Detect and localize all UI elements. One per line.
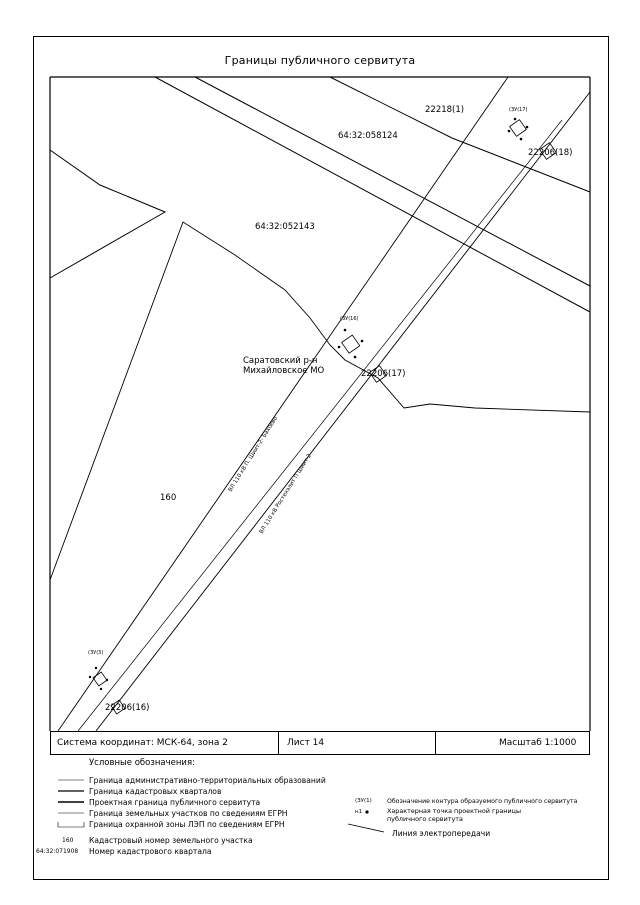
contour-label-1: (ЗУ(17) [509, 107, 528, 113]
servitude-contour-1 [509, 119, 527, 137]
legend-sample-contour: (ЗУ(1) [355, 798, 372, 804]
parcel-label-22206-16: 22206(16) [105, 703, 150, 713]
characteristic-point [360, 339, 364, 343]
sheet-number: Лист 14 [287, 738, 325, 748]
servitude-contour-6 [110, 699, 126, 715]
legend-item-power-line: Линия электропередачи [392, 829, 491, 838]
info-bar: Система координат: МСК-64, зона 2 Лист 1… [50, 731, 590, 755]
quarter-label-058124: 64:32:058124 [338, 131, 398, 141]
characteristic-point [507, 129, 511, 133]
characteristic-point [99, 687, 103, 691]
quarter-boundary-2 [194, 76, 591, 287]
parcel-label-22206-17: 22206(17) [361, 369, 406, 379]
characteristic-point [337, 345, 341, 349]
characteristic-point [353, 355, 357, 359]
legend-point-icon [365, 810, 369, 814]
characteristic-point [519, 137, 523, 141]
coordinate-system: Система координат: МСК-64, зона 2 [57, 738, 228, 748]
quarter-boundary-4 [49, 149, 167, 279]
characteristic-point [105, 678, 109, 682]
servitude-contour-3 [341, 334, 361, 354]
legend-item-servitude: Проектная граница публичного сервитута [89, 798, 261, 807]
legend-item-parcel-number: Кадастровый номер земельного участка [89, 836, 253, 845]
characteristic-point [343, 328, 347, 332]
district-boundary [49, 221, 591, 581]
info-divider-1 [278, 732, 279, 754]
legend-item-quarter-number: Номер кадастрового квартала [89, 847, 212, 856]
protection-zone-right [95, 91, 591, 732]
parcel-label-160: 160 [160, 493, 177, 503]
legend-item-quarter: Граница кадастровых кварталов [89, 787, 222, 796]
map-sheet-frame [33, 36, 609, 880]
legend-item-contour: Обозначение контура образуемого публично… [387, 798, 578, 805]
servitude-contour-2 [539, 142, 557, 160]
characteristic-point [94, 666, 98, 670]
servitude-contour-5 [92, 671, 108, 687]
district-label-line2: Михайловское МО [243, 366, 325, 376]
legend-power-line-symbol [347, 823, 385, 833]
map-scale: Масштаб 1:1000 [499, 738, 577, 748]
servitude-contour-4 [369, 365, 387, 383]
legend-sample-parcel: 160 [62, 837, 74, 844]
legend-heading: Условные обозначения: [89, 758, 195, 768]
legend-sample-quarter: 64:32:071908 [36, 848, 79, 855]
legend-item-point: Характерная точка проектной границы публ… [387, 807, 522, 823]
parcel-label-22206-18: 22206(18) [528, 148, 573, 158]
quarter-boundary-3 [329, 76, 591, 193]
characteristic-point [88, 675, 92, 679]
legend-item-admin: Граница административно-территориальных … [89, 776, 326, 785]
contour-label-3: (ЗУ(3) [88, 650, 104, 656]
info-divider-2 [435, 732, 436, 754]
power-line-axis [77, 119, 563, 732]
quarter-label-052143: 64:32:052143 [255, 222, 315, 232]
protection-zone-left [57, 76, 509, 732]
quarter-boundary-1 [154, 76, 591, 313]
district-label-line1: Саратовский р-н [243, 356, 318, 366]
legend-protection-zone-symbol [57, 822, 85, 828]
contour-label-2: (ЗУ(16) [340, 316, 359, 322]
characteristic-point [525, 125, 529, 129]
legend-item-protection-zone: Граница охранной зоны ЛЭП по сведениям Е… [89, 820, 285, 829]
parcel-label-22218-1: 22218(1) [425, 105, 465, 115]
legend-sample-point: н1 [355, 809, 363, 815]
legend-item-parcels: Граница земельных участков по сведениям … [89, 809, 288, 818]
characteristic-point [513, 117, 517, 121]
map-title: Границы публичного сервитута [224, 54, 416, 67]
